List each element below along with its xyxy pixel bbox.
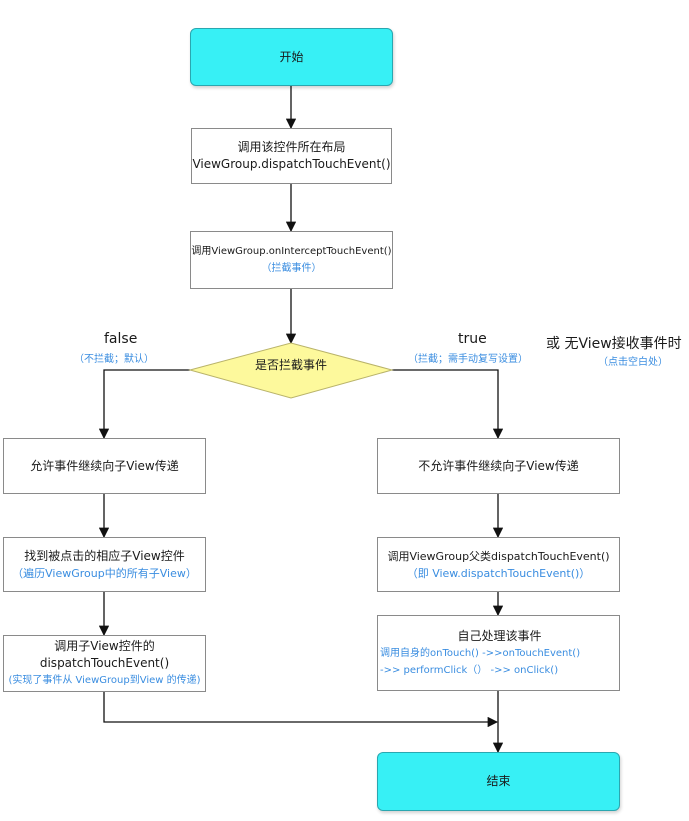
step-deny-pass: 不允许事件继续向子View传递 (377, 438, 620, 494)
true-branch-label: true (458, 331, 487, 347)
step-handle-self-note2: ->> performClick（） ->> onClick() (380, 664, 559, 676)
step-call-dispatch: 调用该控件所在布局 ViewGroup.dispatchTouchEvent() (191, 128, 392, 184)
decision-diamond (188, 342, 394, 399)
step-call-dispatch-line1: 调用该控件所在布局 (237, 140, 346, 154)
step-call-super-dispatch-note: （即 View.dispatchTouchEvent()） (406, 566, 591, 580)
step-call-child-dispatch-note: (实现了事件从 ViewGroup到View 的传递) (8, 675, 201, 686)
alt-branch-note: （点击空白处） (598, 357, 668, 368)
start-label: 开始 (279, 49, 304, 64)
arrow-decision-true (392, 369, 504, 440)
step-handle-self-title: 自己处理该事件 (457, 628, 542, 643)
false-branch-label: false (104, 331, 138, 347)
step-call-super-dispatch: 调用ViewGroup父类dispatchTouchEvent() （即 Vie… (377, 537, 620, 592)
step-handle-self: 自己处理该事件 调用自身的onTouch() ->>onTouchEvent()… (377, 615, 620, 691)
arrow-decision-false (98, 369, 190, 440)
step-call-super-dispatch-line1: 调用ViewGroup父类dispatchTouchEvent() (387, 549, 610, 563)
start-node: 开始 (190, 28, 393, 86)
step-find-child-note: （遍历ViewGroup中的所有子View） (12, 566, 197, 580)
step-call-dispatch-line2: ViewGroup.dispatchTouchEvent() (192, 157, 391, 171)
step-intercept-line1: 调用ViewGroup.onInterceptTouchEvent() (191, 246, 392, 257)
arrow-left3-to-join (103, 692, 499, 728)
step-intercept-note: （拦截事件） (261, 263, 322, 274)
step-call-child-dispatch-line1: 调用子View控件的 (54, 639, 155, 653)
step-deny-pass-label: 不允许事件继续向子View传递 (418, 458, 579, 473)
false-branch-note: （不拦截；默认） (74, 354, 154, 365)
step-allow-pass-label: 允许事件继续向子View传递 (30, 458, 179, 473)
end-label: 结束 (486, 774, 511, 788)
end-node: 结束 (377, 752, 620, 811)
step-intercept: 调用ViewGroup.onInterceptTouchEvent() （拦截事… (190, 231, 393, 289)
decision-label: 是否拦截事件 (254, 358, 327, 372)
true-branch-note: （拦截；需手动复写设置） (408, 354, 528, 365)
step-handle-self-note1: 调用自身的onTouch() ->>onTouchEvent() (380, 647, 581, 659)
alt-branch-label: 或 无View接收事件时 (546, 336, 682, 352)
step-find-child-line1: 找到被点击的相应子View控件 (24, 548, 185, 563)
step-call-child-dispatch: 调用子View控件的 dispatchTouchEvent() (实现了事件从 … (3, 635, 206, 692)
step-call-child-dispatch-line2: dispatchTouchEvent() (39, 656, 170, 670)
step-allow-pass: 允许事件继续向子View传递 (3, 438, 206, 494)
step-find-child: 找到被点击的相应子View控件 （遍历ViewGroup中的所有子View） (3, 537, 206, 592)
